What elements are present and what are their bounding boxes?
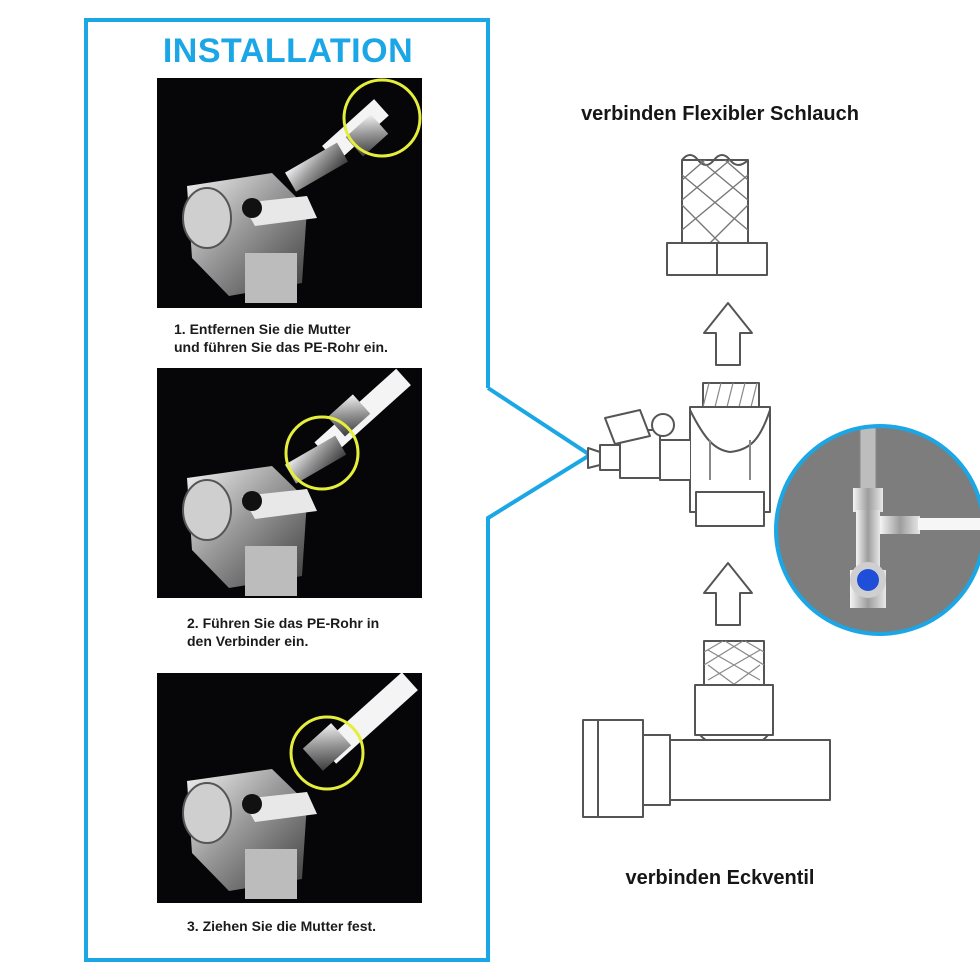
step-1-line-2: und führen Sie das PE-Rohr ein. <box>174 339 388 355</box>
tee-connector-icon <box>587 382 771 527</box>
lever-knob <box>242 491 262 511</box>
step-1-caption: 1. Entfernen Sie die Mutter und führen S… <box>174 320 454 356</box>
highlight-ring <box>342 78 422 158</box>
valve-inlet <box>182 187 232 249</box>
inset-photo <box>774 424 980 636</box>
white-pipe <box>918 518 980 530</box>
valve-inlet <box>182 782 232 844</box>
valve-inlet <box>182 479 232 541</box>
angle-valve-label: verbinden Eckventil <box>625 867 815 889</box>
tee-body <box>856 510 880 570</box>
highlight-ring <box>289 715 365 791</box>
connector-nut <box>327 394 371 437</box>
lever-knob <box>242 198 262 218</box>
highlight-ring <box>284 415 360 491</box>
valve-thread <box>245 849 297 899</box>
valve-thread <box>245 546 297 596</box>
lever-knob <box>242 794 262 814</box>
stem-fitting <box>285 142 348 192</box>
arrow-up-icon <box>703 302 753 366</box>
step-2-line-1: 2. Führen Sie das PE-Rohr in <box>187 615 380 631</box>
side-fitting <box>880 516 920 534</box>
step-2-photo <box>157 368 422 598</box>
step-2-caption: 2. Führen Sie das PE-Rohr in den Verbind… <box>187 614 467 650</box>
arrow-up-icon <box>703 562 753 626</box>
step-1-line-1: 1. Entfernen Sie die Mutter <box>174 321 351 337</box>
page-title: INSTALLATION <box>162 32 414 70</box>
blue-knob-center <box>857 569 879 591</box>
step-3-line-1: 3. Ziehen Sie die Mutter fest. <box>187 918 377 934</box>
angle-valve-icon <box>582 640 831 818</box>
frame-outline <box>84 18 594 962</box>
step-2-line-2: den Verbinder ein. <box>187 633 309 649</box>
stem-fitting <box>285 435 347 484</box>
connector-nut <box>302 723 352 771</box>
inset-border <box>774 424 980 636</box>
flexible-hose-label: verbinden Flexibler Schlauch <box>581 103 859 125</box>
hose-nut <box>853 488 883 512</box>
flexible-hose-icon <box>666 154 768 276</box>
step-1-photo <box>157 78 422 308</box>
step-3-caption: 3. Ziehen Sie die Mutter fest. <box>187 917 467 935</box>
step-3-photo <box>157 673 422 903</box>
valve-thread <box>245 253 297 303</box>
